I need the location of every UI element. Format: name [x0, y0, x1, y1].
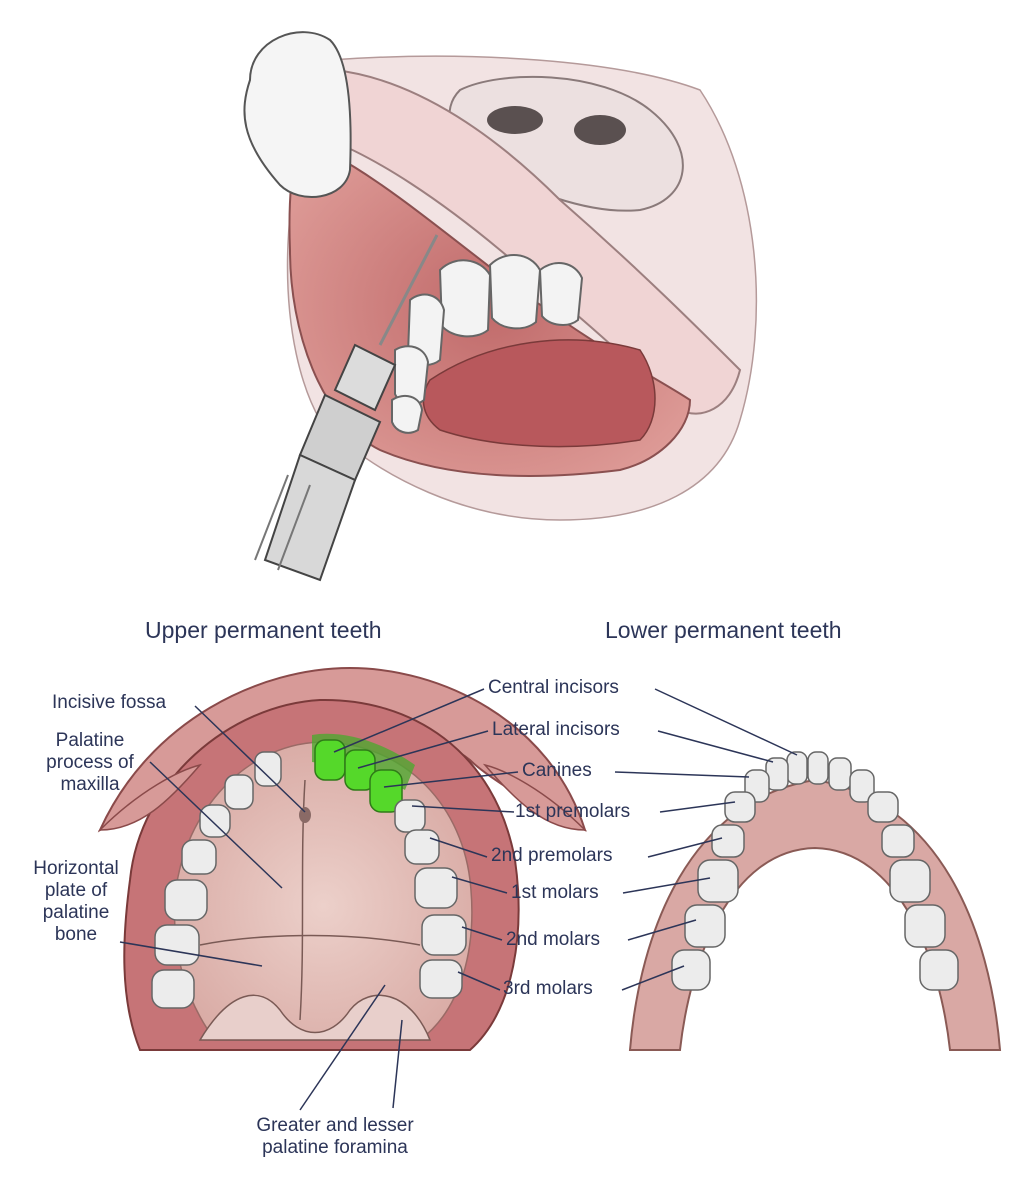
label-first-molars: 1st molars [511, 882, 599, 903]
transverse-palatine-suture [199, 934, 421, 946]
label-first-premolars: 1st premolars [515, 801, 631, 822]
dental-syringe [254, 234, 439, 582]
upper-teeth-left [151, 751, 282, 1009]
tongue [422, 339, 656, 448]
label-palatine-process: Palatine process of maxilla [46, 730, 134, 795]
label-second-molars: 2nd molars [506, 929, 600, 950]
lip-corner-left [98, 763, 203, 831]
label-lateral-incisors: Lateral incisors [492, 719, 620, 740]
upper-teeth-right [394, 799, 467, 999]
heading-upper-teeth: Upper permanent teeth [145, 617, 382, 643]
leader-lines [119, 688, 798, 1111]
label-second-premolars: 2nd premolars [491, 845, 613, 866]
label-palatine-foramina: Greater and lesser palatine foramina [256, 1115, 414, 1158]
lower-teeth [671, 751, 959, 991]
lower-arch [628, 751, 1002, 1051]
label-central-incisors: Central incisors [488, 677, 619, 698]
nostril-right [574, 115, 626, 145]
upper-front-teeth [391, 253, 584, 434]
nostril-left [487, 106, 543, 134]
lip-corner-right [482, 763, 587, 831]
label-third-molars: 3rd molars [503, 978, 593, 999]
label-canines: Canines [522, 760, 592, 781]
heading-lower-teeth: Lower permanent teeth [605, 617, 842, 643]
incisive-fossa-mark [299, 807, 311, 823]
lip [328, 68, 742, 415]
finger [243, 31, 352, 198]
label-horizontal-plate: Horizontal plate of palatine bone [33, 858, 119, 945]
mouth-illustration [243, 31, 758, 582]
label-incisive-fossa: Incisive fossa [52, 692, 167, 713]
palatine-bone-edge [198, 994, 432, 1041]
